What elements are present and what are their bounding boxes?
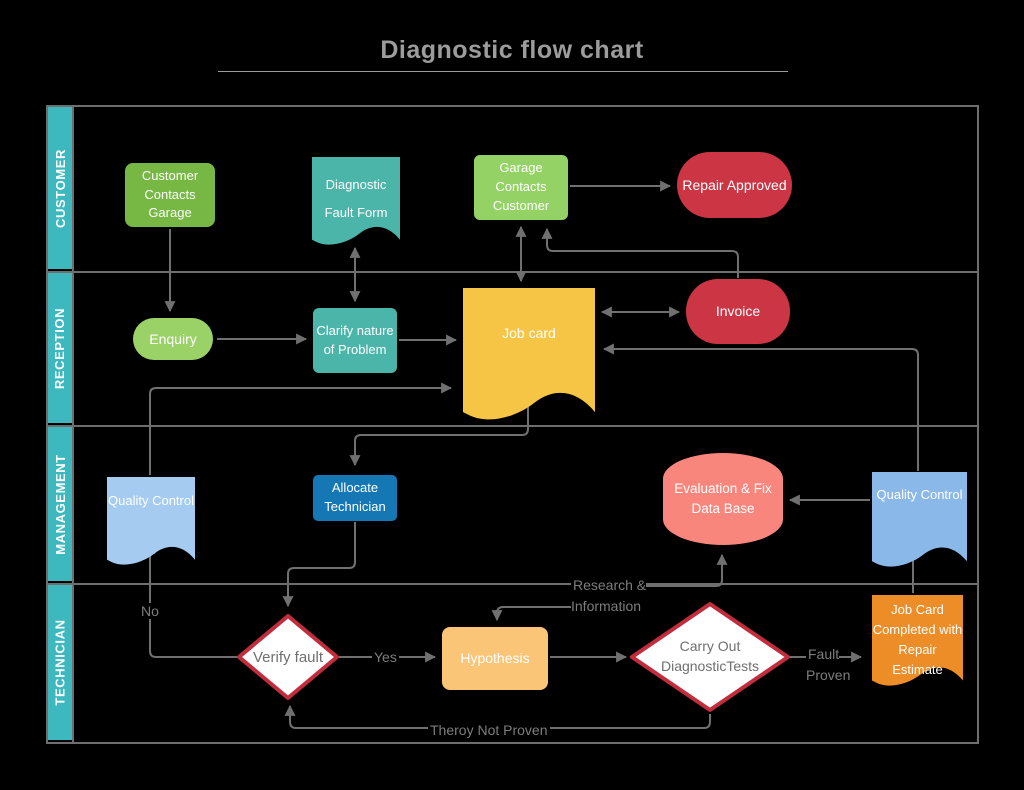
- lane-customer: CUSTOMER: [48, 107, 72, 269]
- lane-management: MANAGEMENT: [48, 427, 72, 581]
- edge-research-to-evaluation: [573, 553, 728, 587]
- node-enquiry: Enquiry: [133, 318, 213, 360]
- node-label: Invoice: [715, 303, 761, 320]
- node-verify-fault: Verify fault: [236, 613, 340, 701]
- node-label: Evaluation & Fix Data Base: [674, 481, 772, 516]
- node-job-card: Job card: [463, 288, 595, 420]
- node-clarify-nature-of-problem: Clarify nature of Problem: [313, 308, 397, 373]
- title-underline: [218, 71, 788, 72]
- node-label: Carry Out DiagnosticTests: [660, 638, 760, 674]
- edge-label-research-information: Research & Information: [571, 577, 647, 614]
- lane-divider: [46, 583, 977, 585]
- node-customer-contacts-garage: Customer Contacts Garage: [125, 163, 215, 227]
- node-label: Job Card Completed with Repair Estimate: [872, 602, 963, 678]
- node-hypothesis: Hypothesis: [442, 627, 548, 690]
- node-invoice: Invoice: [686, 279, 790, 344]
- node-label: Job card: [502, 324, 556, 341]
- node-label: Diagnostic Fault Form: [324, 177, 388, 220]
- node-repair-approved: Repair Approved: [677, 152, 792, 218]
- diagram-title: Diagnostic flow chart: [380, 36, 644, 64]
- edge-qcleft-to-jobcard: [149, 382, 453, 475]
- lane-reception: RECEPTION: [48, 273, 72, 423]
- edge-verify-no-to-qcleft: [144, 542, 238, 658]
- lane-divider: [46, 425, 977, 427]
- node-label: Allocate Technician: [324, 480, 386, 514]
- lane-divider: [46, 271, 977, 273]
- edge-research-to-hypothesis: [491, 606, 571, 622]
- decision-shape: [630, 602, 790, 712]
- edge-invoice-to-garagecontacts: [541, 227, 739, 278]
- document-shape: [463, 288, 595, 420]
- node-label: Verify fault: [252, 648, 324, 666]
- node-label: Quality Control: [108, 493, 194, 509]
- edge-allocate-to-verify: [282, 522, 356, 608]
- edge-jobcard-to-allocate: [349, 401, 529, 467]
- lane-technician: TECHNICIAN: [48, 585, 72, 740]
- node-label: Clarify nature of Problem: [316, 322, 394, 357]
- node-quality-control-right: Quality Control: [872, 472, 967, 567]
- document-shape: [872, 472, 967, 567]
- node-diagnostic-fault-form: Diagnostic Fault Form: [312, 157, 400, 251]
- edge-label-yes: Yes: [372, 649, 399, 665]
- document-shape: [107, 477, 195, 565]
- node-garage-contacts-customer: Garage Contacts Customer: [474, 155, 568, 220]
- node-label: Repair Approved: [682, 176, 787, 193]
- document-shape: [872, 595, 963, 686]
- decision-shape: [237, 614, 339, 700]
- node-job-card-completed: Job Card Completed with Repair Estimate: [872, 595, 963, 718]
- node-label: Hypothesis: [460, 650, 530, 667]
- edge-qcright-to-jobcard: [602, 343, 919, 471]
- node-label: Enquiry: [149, 330, 197, 347]
- node-label: Customer Contacts Garage: [141, 167, 199, 221]
- swimlane-frame: [46, 105, 979, 744]
- node-carry-out-diagnostic-tests: Carry Out DiagnosticTests: [629, 601, 791, 713]
- node-allocate-technician: Allocate Technician: [313, 475, 397, 521]
- edge-label-fault-proven: Fault Proven: [806, 646, 853, 683]
- edge-label-no: No: [139, 603, 161, 619]
- node-label: Quality Control: [876, 487, 963, 503]
- node-label: Garage Contacts Customer: [492, 160, 550, 213]
- lane-labelbar-divider: [72, 105, 74, 742]
- document-shape: [312, 157, 400, 245]
- node-quality-control-left: Quality Control: [107, 477, 195, 565]
- edge-label-theory-not-proven: Theroy Not Proven: [428, 722, 550, 738]
- node-evaluation-fix-database: Evaluation & Fix Data Base: [663, 453, 783, 545]
